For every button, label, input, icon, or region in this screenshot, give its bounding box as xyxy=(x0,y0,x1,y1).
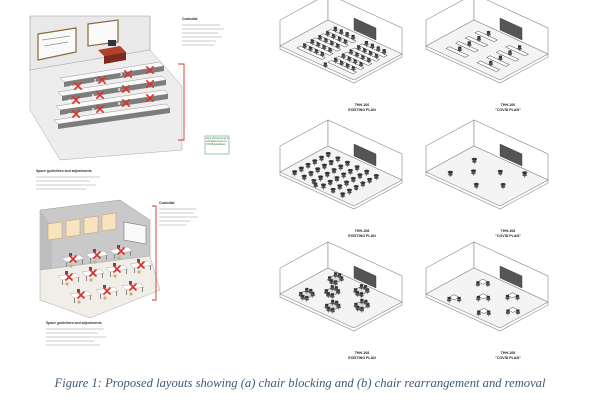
panel-a-guidelines-heading: Space guidelines and adjustments xyxy=(36,169,92,173)
panel-lecture-hall: 1 2 3 4 5 6 7 8 9 Custodial https://stripecomp.a… xyxy=(29,15,230,190)
blocked-seat-mark: 5 xyxy=(92,91,104,99)
plan-label: THH-108"COVID PLAN" xyxy=(495,351,521,360)
seat-number: 2 xyxy=(94,78,97,83)
plan-furniture xyxy=(298,272,371,314)
lab-table xyxy=(69,289,93,304)
seat-number: 5 xyxy=(92,93,95,98)
panel-a-text-lines xyxy=(182,24,224,46)
seat-number: 7 xyxy=(68,112,71,117)
lab-table xyxy=(129,259,153,274)
plan-type: EXISTING PLAN xyxy=(348,108,376,112)
plan-6: THH-108"COVID PLAN" xyxy=(425,241,549,360)
plan-room-id: THH-106 xyxy=(355,103,370,107)
plan-furniture xyxy=(296,26,388,75)
plan-label: THH-108"COVID PLAN" xyxy=(495,229,521,238)
panel-b-guidelines-heading: Space guidelines and adjustments xyxy=(46,321,102,325)
blocked-seat-mark xyxy=(146,80,154,88)
blocked-seat-mark xyxy=(146,94,154,102)
panel-b-text-lines xyxy=(159,208,198,226)
panel-a-link-note[interactable]: https://stripecomp.app/Adjustments-to-CO… xyxy=(205,136,229,146)
lab-table xyxy=(57,271,81,286)
panel-b-guideline-lines xyxy=(46,328,106,346)
seat-number: 4 xyxy=(68,98,71,103)
plan-type: "COVID PLAN" xyxy=(495,108,521,112)
seat-number: 9 xyxy=(118,101,121,106)
seat-number: 6 xyxy=(118,87,121,92)
blocked-seat-mark: 2 xyxy=(94,76,106,84)
blocked-seat-mark: 6 xyxy=(118,85,130,93)
plan-furniture xyxy=(292,151,379,199)
lab-table xyxy=(61,253,85,268)
plan-type: EXISTING PLAN xyxy=(348,234,376,238)
panel-a-heading: Custodial xyxy=(182,17,198,21)
figure-caption: Figure 1: Proposed layouts showing (a) c… xyxy=(54,376,546,390)
lab-table xyxy=(105,263,129,278)
blocked-seat-mark: 8 xyxy=(92,105,104,113)
lab-tables xyxy=(57,245,153,304)
lecture-desk-rows: 1 2 3 4 5 6 7 8 9 xyxy=(53,61,171,129)
lab-table xyxy=(85,249,109,264)
plan-label: THH-106"COVID PLAN" xyxy=(495,103,521,112)
panel-lab-room: Custodial Space guidelines and adjustmen… xyxy=(39,199,198,346)
plan-room-id: THH-108 xyxy=(355,229,370,233)
plan-room-id: THH-106 xyxy=(501,103,516,107)
panel-a-guideline-lines xyxy=(36,176,100,190)
lab-table xyxy=(121,281,145,296)
lab-table xyxy=(109,245,133,260)
plan-type: "COVID PLAN" xyxy=(495,356,521,360)
lab-table xyxy=(81,267,105,282)
panel-b-heading: Custodial xyxy=(159,201,175,205)
blocked-seat-mark xyxy=(146,66,154,74)
seat-number: 1 xyxy=(70,84,73,89)
plan-type: "COVID PLAN" xyxy=(495,234,521,238)
plan-type: EXISTING PLAN xyxy=(348,356,376,360)
plan-4: THH-108"COVID PLAN" xyxy=(425,119,549,238)
plan-room-id: THH-108 xyxy=(501,351,516,355)
blocked-seat-mark: 7 xyxy=(68,110,80,118)
blocked-seat-mark: 9 xyxy=(118,99,130,107)
seat-number: 8 xyxy=(92,107,95,112)
plan-furniture xyxy=(445,30,530,72)
blocked-seat-mark: 3 xyxy=(120,70,132,78)
blocked-seat-mark: 4 xyxy=(68,96,80,104)
plan-2: THH-106"COVID PLAN" xyxy=(425,0,549,112)
blocked-seat-mark: 1 xyxy=(70,82,82,90)
plan-room-id: THH-108 xyxy=(501,229,516,233)
plan-furniture xyxy=(446,278,521,317)
plan-room-id: THH-108 xyxy=(355,351,370,355)
lab-table xyxy=(95,285,119,300)
seat-number: 3 xyxy=(120,72,123,77)
plan-furniture xyxy=(447,157,528,190)
